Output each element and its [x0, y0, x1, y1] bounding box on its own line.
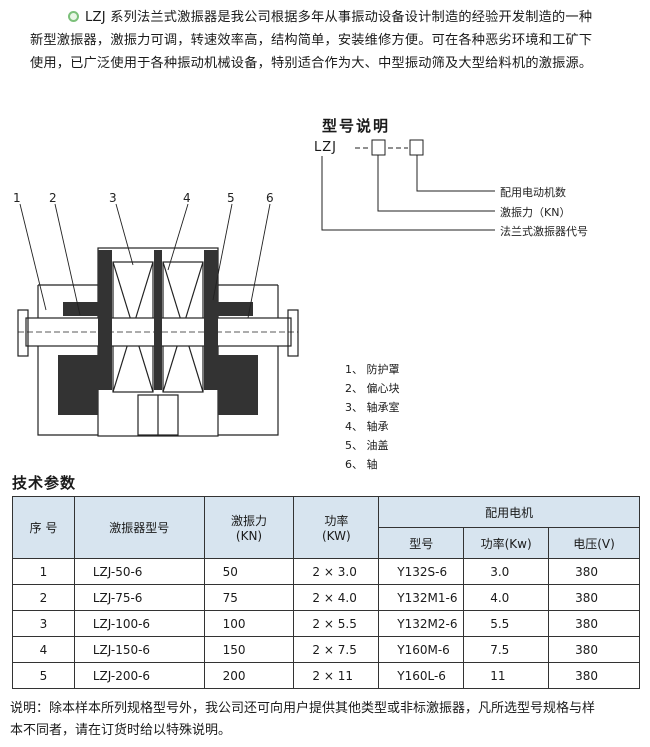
- model-title: 型号说明: [322, 117, 391, 135]
- list-item: 6、 轴: [345, 458, 378, 471]
- callout-3: 3: [109, 191, 117, 205]
- list-item: 5、 油盖: [345, 439, 389, 452]
- note: 说明：除本样本所列规格型号外，我公司还可向用户提供其他类型或非标激振器，凡所选型…: [10, 698, 640, 742]
- note-line-2: 本不同者，请在订货时给以特殊说明。: [10, 723, 232, 738]
- table-row: 4 LZJ-150-6 150 2 × 7.5 Y160M-6 7.5 380: [12, 636, 640, 663]
- list-item: 4、 轴承: [345, 420, 389, 433]
- force-box-icon: [371, 139, 386, 156]
- specs-title: 技术参数: [12, 474, 77, 492]
- exciter-cross-section-diagram: 1 2 3 4 5 6: [13, 191, 299, 437]
- list-item: 3、 轴承室: [345, 401, 400, 414]
- intro-line-3: 使用，已广泛使用于各种振动机械设备，特别适合作为大、中型振动筛及大型给料机的激振…: [30, 56, 593, 71]
- table-row: 2 LZJ-75-6 75 2 × 4.0 Y132M1-6 4.0 380: [12, 584, 640, 611]
- parts-list: 1、 防护罩 2、 偏心块 3、 轴承室 4、 轴承 5、 油盖 6、 轴: [345, 360, 400, 474]
- header-power: 功率 (KW): [293, 496, 380, 559]
- intro-line-2: 新型激振器，激振力可调，转速效率高，结构简单，安装维修方便。可在各种恶劣环境和工…: [30, 33, 593, 48]
- header-model: 激振器型号: [73, 496, 205, 559]
- header-motor: 配用电机: [378, 496, 640, 528]
- motor-count-box-icon: [409, 139, 424, 156]
- header-motor-voltage: 电压(V): [548, 527, 640, 559]
- list-item: 2、 偏心块: [345, 382, 400, 395]
- bullet-icon: [68, 11, 79, 22]
- callout-4: 4: [183, 191, 191, 205]
- table-row: 1 LZJ-50-6 50 2 × 3.0 Y132S-6 3.0 380: [12, 558, 640, 585]
- legend-flange-code: 法兰式激振器代号: [500, 225, 588, 238]
- model-code-legend-lines: [321, 139, 495, 231]
- intro-paragraph: LZJ 系列法兰式激振器是我公司根据多年从事振动设备设计制造的经验开发制造的一种…: [30, 6, 635, 75]
- model-code-prefix: LZJ: [314, 140, 337, 155]
- callout-5: 5: [227, 191, 235, 205]
- list-item: 1、 防护罩: [345, 363, 400, 376]
- legend-motor-count: 配用电动机数: [500, 186, 566, 199]
- table-row: 3 LZJ-100-6 100 2 × 5.5 Y132M2-6 5.5 380: [12, 610, 640, 637]
- intro-line-1: LZJ 系列法兰式激振器是我公司根据多年从事振动设备设计制造的经验开发制造的一种: [30, 6, 635, 29]
- header-force: 激振力 (KN): [203, 496, 295, 559]
- note-line-1: 说明：除本样本所列规格型号外，我公司还可向用户提供其他类型或非标激振器，凡所选型…: [10, 701, 596, 716]
- callout-1: 1: [13, 191, 21, 205]
- header-motor-power: 功率(Kw): [463, 527, 550, 559]
- callout-6: 6: [266, 191, 274, 205]
- header-motor-model: 型号: [378, 527, 465, 559]
- header-seq: 序 号: [12, 496, 75, 559]
- legend-force: 激振力（KN）: [500, 206, 571, 219]
- specs-table: 序 号 激振器型号 激振力 (KN) 功率 (KW) 配用电机 型号 功率(Kw…: [12, 496, 640, 689]
- model-code: LZJ: [314, 140, 337, 155]
- table-row: 5 LZJ-200-6 200 2 × 11 Y160L-6 11 380: [12, 662, 640, 689]
- callout-2: 2: [49, 191, 57, 205]
